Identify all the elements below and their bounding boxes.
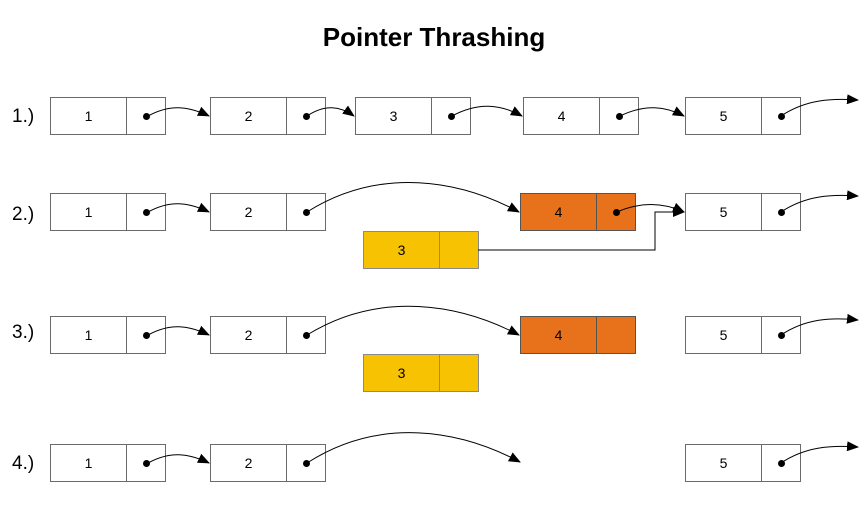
node-pointer xyxy=(597,194,635,230)
row-label-2: 2.) xyxy=(12,204,35,225)
node-value: 2 xyxy=(211,98,287,134)
node-value: 1 xyxy=(51,445,127,481)
pointer-dot-icon xyxy=(142,112,150,120)
pointer-arrow xyxy=(147,202,210,213)
pointer-arrow xyxy=(306,432,521,464)
pointer-dot-icon xyxy=(302,112,310,120)
list-node: 1 xyxy=(50,444,166,482)
row-label-1: 1.) xyxy=(12,106,35,127)
list-node: 2 xyxy=(210,444,326,482)
node-pointer xyxy=(600,98,638,134)
node-value: 5 xyxy=(686,317,762,353)
node-value: 5 xyxy=(686,445,762,481)
pointer-dot-icon xyxy=(302,331,310,339)
list-node: 3 xyxy=(355,97,471,135)
pointer-arrow xyxy=(306,182,520,213)
node-pointer xyxy=(127,445,165,481)
node-value: 5 xyxy=(686,194,762,230)
node-pointer xyxy=(287,98,325,134)
node-value: 2 xyxy=(211,194,287,230)
pointer-dot-icon xyxy=(142,331,150,339)
list-node: 4 xyxy=(523,97,639,135)
pointer-arrow xyxy=(619,106,685,117)
node-value: 3 xyxy=(356,98,432,134)
node-value: 3 xyxy=(364,355,440,391)
list-node: 1 xyxy=(50,316,166,354)
pointer-arrow xyxy=(478,207,685,251)
list-node: 1 xyxy=(50,193,166,231)
pointer-arrow xyxy=(780,190,859,213)
list-node: 1 xyxy=(50,97,166,135)
node-pointer xyxy=(127,194,165,230)
pointer-arrow xyxy=(147,325,210,336)
diagram-title: Pointer Thrashing xyxy=(322,22,546,52)
list-node: 2 xyxy=(210,316,326,354)
pointer-dot-icon xyxy=(142,459,150,467)
pointer-arrow xyxy=(147,106,210,117)
detached-node: 3 xyxy=(363,354,479,392)
removed-node: 4 xyxy=(520,193,636,231)
pointer-arrow xyxy=(780,313,859,336)
row-label-3: 3.) xyxy=(12,322,35,343)
node-value: 4 xyxy=(521,317,597,353)
node-value: 1 xyxy=(51,317,127,353)
node-pointer xyxy=(127,98,165,134)
node-value: 2 xyxy=(211,317,287,353)
node-value: 3 xyxy=(364,232,440,268)
node-value: 5 xyxy=(686,98,762,134)
pointer-dot-icon xyxy=(615,112,623,120)
pointer-dot-icon xyxy=(612,208,620,216)
row-label-4: 4.) xyxy=(12,453,35,474)
node-value: 4 xyxy=(521,194,597,230)
removed-node: 4 xyxy=(520,316,636,354)
pointer-arrow xyxy=(147,453,210,464)
node-pointer xyxy=(127,317,165,353)
pointer-arrow xyxy=(616,202,685,213)
node-pointer xyxy=(287,445,325,481)
node-pointer xyxy=(287,194,325,230)
pointer-arrow xyxy=(451,105,523,117)
node-value: 2 xyxy=(211,445,287,481)
list-node: 2 xyxy=(210,193,326,231)
pointer-arrow xyxy=(306,305,520,336)
pointer-dot-icon xyxy=(447,112,455,120)
node-value: 1 xyxy=(51,98,127,134)
pointer-arrow xyxy=(780,441,859,464)
pointer-arrow xyxy=(306,105,355,117)
node-pointer xyxy=(287,317,325,353)
pointer-dot-icon xyxy=(302,459,310,467)
pointer-arrow xyxy=(780,94,859,117)
node-value: 1 xyxy=(51,194,127,230)
pointer-dot-icon xyxy=(142,208,150,216)
node-pointer xyxy=(432,98,470,134)
list-node: 2 xyxy=(210,97,326,135)
pointer-dot-icon xyxy=(302,208,310,216)
detached-node: 3 xyxy=(363,231,479,269)
node-value: 4 xyxy=(524,98,600,134)
